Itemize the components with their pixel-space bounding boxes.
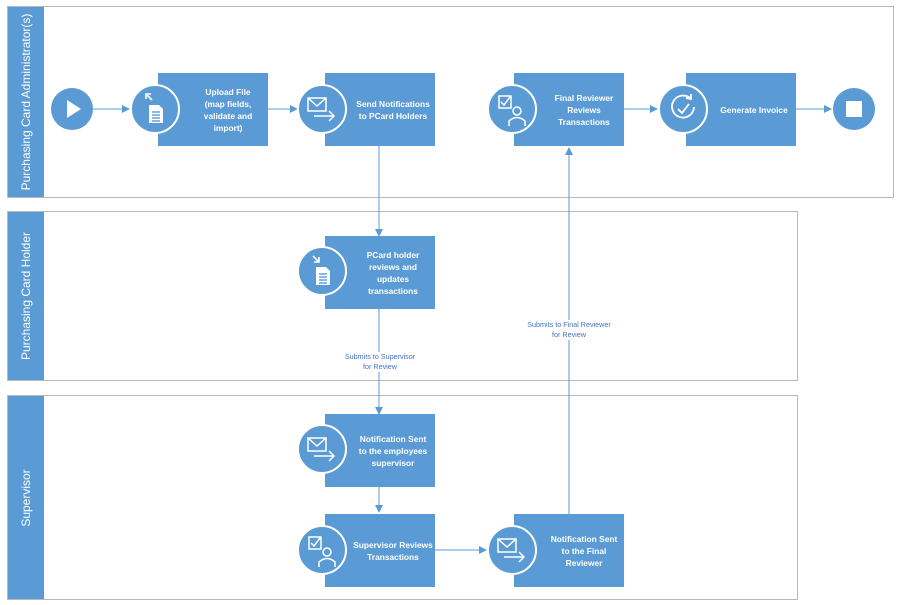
edge-label-submit-final-line-2: for Review (552, 330, 586, 339)
task-upload-file-line-4: import) (213, 122, 243, 133)
task-pcard-holder-line-1: PCard holder (366, 249, 420, 260)
task-final-reviewer-line-2: Reviews (567, 104, 601, 115)
task-notification-supervisor-line-2: to the employees (358, 445, 428, 456)
task-pcard-holder-line-2: reviews and (369, 261, 417, 272)
mail-send-icon (307, 97, 336, 122)
reviewer-checklist-icon (308, 536, 336, 567)
task-notification-supervisor-line-3: supervisor (371, 457, 415, 468)
edge-label-submit-supervisor: Submits to Supervisor for Review (340, 352, 420, 372)
lane-header-administrator: Purchasing Card Administrator(s) (8, 7, 44, 197)
edge-label-submit-supervisor-line-1: Submits to Supervisor (344, 352, 416, 361)
task-final-reviewer-line-1: Final Reviewer (554, 92, 614, 103)
document-upload-icon (145, 93, 163, 123)
task-notification-final-badge (487, 525, 537, 575)
task-supervisor-reviews-line-1: Supervisor Reviews (353, 539, 433, 550)
edge-label-submit-final-line-1: Submits to Final Reviewer (527, 320, 611, 329)
play-icon (67, 100, 81, 118)
task-notification-final-line-3: Reviewer (565, 557, 603, 568)
task-pcard-holder-badge (297, 246, 347, 296)
task-generate-invoice-line-1: Generate Invoice (720, 104, 788, 115)
task-send-notifications-line-2: to PCard Holders (358, 110, 428, 121)
task-notification-final-line-2: to the Final (561, 545, 607, 556)
task-generate-invoice-badge (658, 84, 708, 134)
task-upload-file-line-3: validate and (203, 110, 253, 121)
refresh-check-icon (671, 94, 695, 119)
start-event[interactable] (51, 88, 93, 130)
stop-icon (846, 101, 862, 117)
task-upload-file-line-1: Upload File (205, 86, 251, 97)
edge-label-submit-supervisor-line-2: for Review (363, 362, 397, 371)
task-send-notifications-line-1: Send Notifications (356, 98, 430, 109)
task-notification-final-line-1: Notification Sent (550, 533, 618, 544)
end-event[interactable] (833, 88, 875, 130)
edge-label-submit-final: Submits to Final Reviewer for Review (522, 320, 616, 340)
task-supervisor-reviews-line-2: Transactions (367, 551, 419, 562)
task-notification-final[interactable]: Notification Sent to the Final Reviewer (514, 514, 624, 587)
task-upload-file-line-2: (map fields, (204, 98, 252, 109)
lane-header-cardholder: Purchasing Card Holder (8, 212, 44, 380)
task-pcard-holder-line-3: updates (376, 273, 410, 284)
task-upload-file-badge (130, 84, 180, 134)
task-pcard-holder-line-4: transactions (368, 285, 418, 296)
task-send-notifications-badge (297, 84, 347, 134)
task-final-reviewer-line-3: Transactions (558, 116, 610, 127)
document-download-icon (312, 255, 330, 285)
task-notification-supervisor-line-1: Notification Sent (359, 433, 427, 444)
task-final-reviewer-badge (487, 84, 537, 134)
mail-send-icon (497, 538, 526, 563)
task-notification-supervisor-badge (297, 424, 347, 474)
reviewer-checklist-icon (498, 95, 526, 126)
task-notification-supervisor[interactable]: Notification Sent to the employees super… (325, 414, 435, 487)
task-supervisor-reviews-badge (297, 525, 347, 575)
lane-header-supervisor: Supervisor (8, 396, 44, 599)
mail-send-icon (307, 437, 336, 462)
